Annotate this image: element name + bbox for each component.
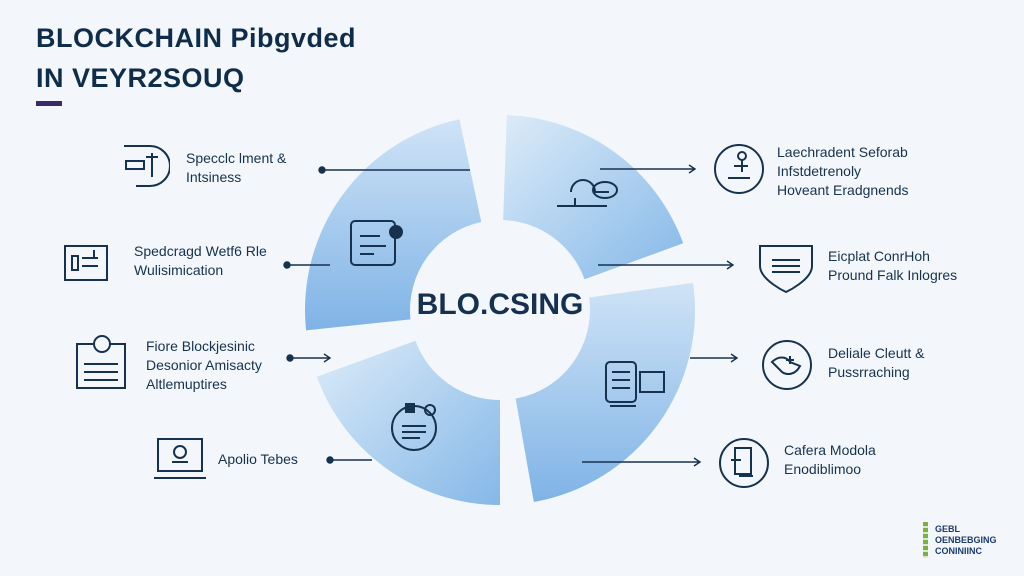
connector-line (290, 353, 332, 363)
title-underline (36, 101, 62, 106)
item-text: Spedcragd Wetf6 Rle (134, 243, 267, 259)
footer-text: CONINIINC (935, 546, 982, 556)
item-text: Eicplat ConrHoh (828, 248, 930, 264)
atm-icon (605, 361, 665, 407)
item-text: Apolio Tebes (218, 451, 298, 467)
item-text: Intsiness (186, 169, 242, 185)
person-icon (714, 144, 764, 194)
right-item-1: Laechradent Seforab Infstdetrenoly Hovea… (777, 143, 909, 200)
right-item-2: Eicplat ConrHoh Pround Falk Inlogres (828, 247, 957, 285)
item-text: Altlemuptires (146, 376, 227, 392)
left-item-1: Specclc lment & Intsiness (186, 149, 286, 187)
page-title: BLOCKCHAIN Pibgvded IN VEYR2SOUQ (36, 18, 356, 98)
item-text: Enodiblimoo (784, 461, 862, 477)
item-text: Hoveant Eradgnends (777, 182, 909, 198)
shield-icon (759, 245, 813, 294)
center-label: BLO.CSING (416, 288, 584, 321)
footer-text: GEBL (935, 524, 961, 534)
item-text: Specclc lment & (186, 150, 287, 166)
connector-dot (318, 166, 326, 174)
item-text: Desonior Amisacty (146, 357, 262, 373)
right-item-3: Deliale Cleutt & Pussrraching (828, 344, 925, 382)
connector-dot (286, 354, 294, 362)
item-text: Cafera Modola (784, 442, 876, 458)
laptop-icon (154, 438, 206, 479)
item-text: Pround Falk Inlogres (828, 267, 958, 283)
item-text: Fiore Blockjesinic (146, 338, 255, 354)
payment-icon (124, 145, 170, 187)
right-item-4: Cafera Modola Enodiblimoo (784, 441, 876, 479)
left-item-4: Apolio Tebes (218, 450, 298, 469)
left-item-3: Fiore Blockjesinic Desonior Amisacty Alt… (146, 337, 262, 394)
footer-logo: GEBL OENBEBGING CONINIINC (935, 524, 997, 557)
footer-logo-mark (923, 522, 928, 558)
title-line-1: BLOCKCHAIN Pibgvded (36, 23, 356, 53)
connector-line (598, 260, 735, 270)
connector-line (600, 164, 697, 174)
item-text: Deliale Cleutt & (828, 345, 925, 361)
ring-segment-top-right (503, 115, 684, 280)
vault-icon (391, 403, 437, 451)
clipboard-icon (76, 335, 126, 389)
handshake-icon (762, 340, 812, 390)
connector-line (690, 353, 739, 363)
item-text: Wulisimication (134, 262, 224, 278)
item-text: Laechradent Seforab (777, 144, 908, 160)
title-line-2: IN VEYR2SOUQ (36, 63, 245, 93)
mobile-icon (719, 438, 769, 488)
ring-segment-bottom-left (316, 340, 500, 505)
footer-text: OENBEBGING (935, 535, 997, 545)
connector-dot (326, 456, 334, 464)
left-item-2: Spedcragd Wetf6 Rle Wulisimication (134, 242, 267, 280)
item-text: Infstdetrenoly (777, 163, 862, 179)
connector-line (582, 457, 702, 467)
document-check-icon (350, 220, 403, 266)
item-text: Pussrraching (828, 364, 910, 380)
ring-segment-top-left (305, 119, 482, 331)
document-icon (64, 245, 108, 281)
cloud-network-icon (557, 179, 618, 207)
connector-dot (283, 261, 291, 269)
